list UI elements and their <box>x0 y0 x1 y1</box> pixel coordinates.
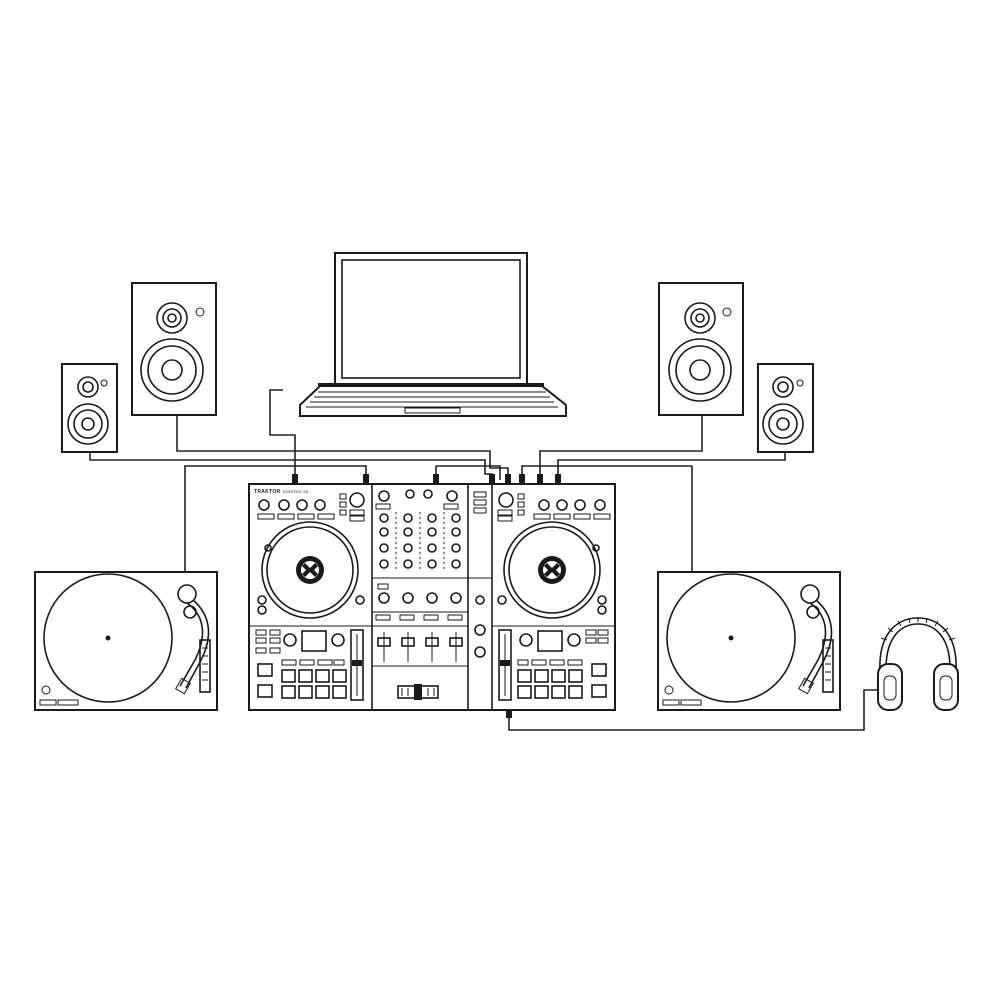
laptop-lid <box>334 252 528 386</box>
dj-controller: TRAKTOR KONTROL S4 <box>248 483 616 711</box>
center-strip <box>473 491 487 658</box>
turntable-right <box>657 571 841 711</box>
turntable-left <box>34 571 218 711</box>
controller-body <box>248 483 616 711</box>
cable-turntable-left <box>184 465 367 572</box>
cable-input-left <box>435 465 501 480</box>
cable-laptop-usb <box>269 389 296 480</box>
cables <box>89 389 880 731</box>
cable-headphones <box>508 689 880 731</box>
speaker-left-small <box>61 363 118 453</box>
controller-model-label: KONTROL S4 <box>283 489 309 494</box>
ear-cup-right <box>933 663 959 711</box>
ear-cup-left <box>877 663 903 711</box>
laptop-keyboard <box>306 391 558 414</box>
laptop-base <box>299 385 567 417</box>
right-deck-top <box>497 492 611 522</box>
mixer-top <box>375 489 463 621</box>
right-deck-bottom <box>498 629 609 701</box>
cable-speaker-right-small <box>557 452 786 480</box>
cable-speaker-left-large <box>176 415 509 480</box>
headphones <box>877 617 959 711</box>
controller-plugs <box>292 474 561 718</box>
speaker-right-large <box>658 282 744 416</box>
laptop-screen <box>341 259 521 379</box>
cable-speaker-right-large <box>539 415 703 480</box>
cable-turntable-right <box>521 465 693 572</box>
laptop <box>299 252 567 417</box>
speaker-right-small <box>757 363 814 453</box>
left-jog-wheel <box>257 521 365 619</box>
mixer-faders <box>377 632 463 700</box>
left-deck-top <box>257 492 365 522</box>
controller-brand-label: TRAKTOR <box>254 489 281 495</box>
left-deck-bottom <box>255 629 364 701</box>
right-jog-wheel <box>497 521 607 619</box>
speaker-left-large <box>131 282 217 416</box>
